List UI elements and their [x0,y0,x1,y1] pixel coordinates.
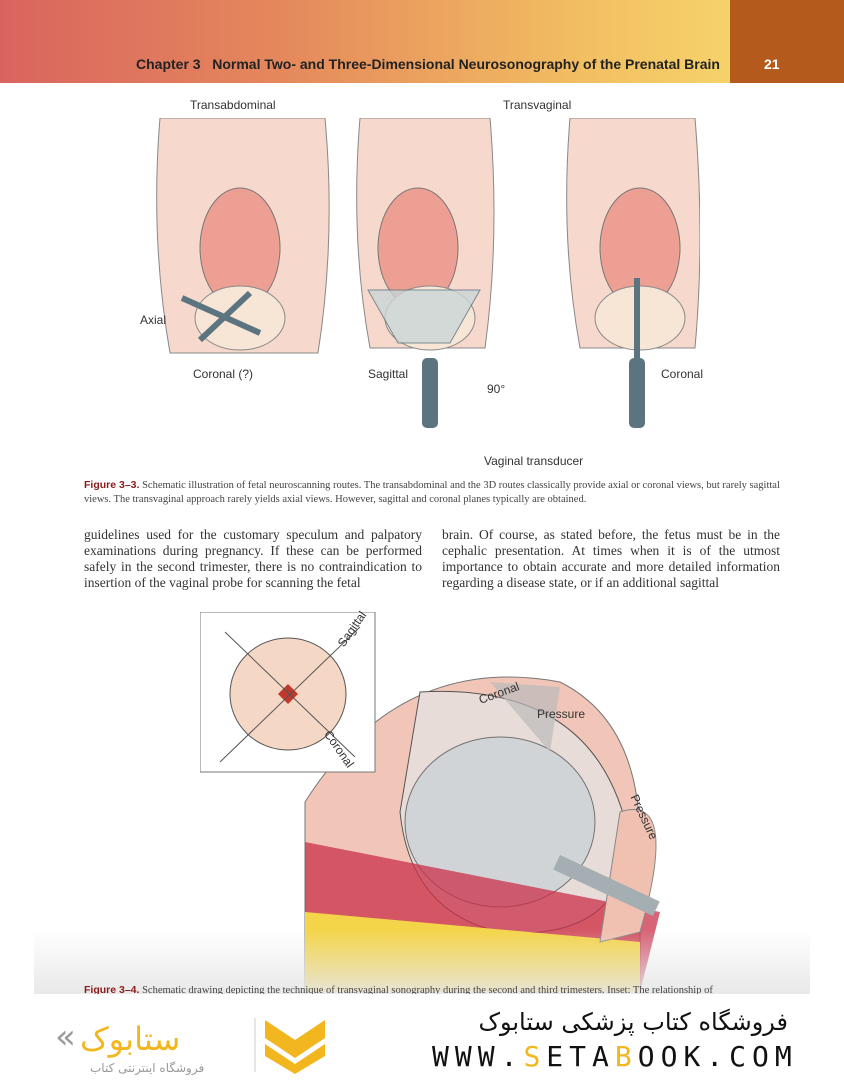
figure-3-4-caption: Figure 3–4. Schematic drawing depicting … [84,984,780,994]
caption-text: Schematic illustration of fetal neurosca… [84,480,780,505]
svg-text:«: « [55,1017,76,1057]
label-sagittal: Sagittal [368,367,409,381]
label-vaginal-transducer: Vaginal transducer [484,454,584,468]
store-name: فروشگاه کتاب پزشکی ستابوک [478,1008,788,1036]
running-head: Chapter 3 Normal Two- and Three-Dimensio… [136,56,720,72]
body-column-right: brain. Of course, as stated before, the … [442,527,780,590]
svg-text:ستابوک: ستابوک [80,1020,180,1058]
label-axial: Axial [140,313,167,327]
setabook-logo: « ستابوک فروشگاه اینترنتی کتاب [55,1017,325,1076]
chapter-title: Normal Two- and Three-Dimensional Neuros… [212,56,720,72]
caption-label: Figure 3–4. [84,984,140,994]
chapter-label: Chapter 3 [136,56,201,72]
caption-label: Figure 3–3. [84,479,140,491]
svg-text:فروشگاه اینترنتی کتاب: فروشگاه اینترنتی کتاب [90,1061,204,1076]
figure-3-3-illustration [156,118,700,428]
watermark-footer [0,994,844,1080]
store-url: WWW.SETABOOK.COM [432,1040,798,1073]
label-transvaginal: Transvaginal [503,98,572,112]
label-coronal: Coronal [661,367,704,381]
label-90-degrees: 90° [487,382,506,396]
page-number: 21 [764,56,780,72]
label-pressure-top: Pressure [537,707,586,721]
caption-text: Schematic drawing depicting the techniqu… [142,985,713,994]
figure-3-3-caption: Figure 3–3. Schematic illustration of fe… [84,478,780,507]
label-coronal-question: Coronal (?) [193,367,254,381]
page-number-band [730,0,844,83]
body-column-left: guidelines used for the customary specul… [84,527,422,590]
page-fade [34,930,810,994]
label-transabdominal: Transabdominal [190,98,276,112]
header-band [0,0,730,83]
